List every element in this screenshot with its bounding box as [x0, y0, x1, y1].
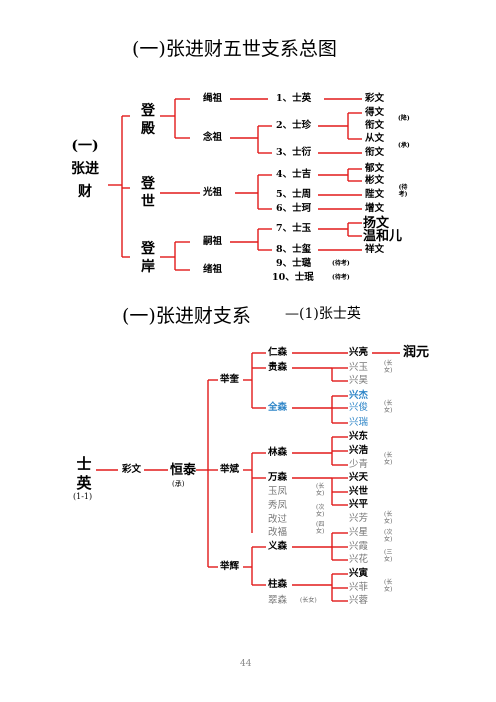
gen5-xianwen-2: 衔文: [365, 147, 385, 158]
g5-xiufeng: 秀凤: [268, 500, 288, 511]
gen4-shike: 6、士珂: [276, 203, 312, 214]
g2-caiwen: 彩文: [122, 464, 142, 475]
g5-rensen: 仁森: [268, 347, 288, 358]
gen4-shizhen: 2、士珍: [276, 120, 312, 131]
chart2-title-suffix: —(1)张士英: [285, 306, 361, 322]
gen4-shiying: 1、士英: [276, 93, 312, 104]
gen4-shimin: 10、士珉: [272, 272, 314, 283]
gen5-yuwen: 郁文: [365, 163, 385, 174]
gen5-xianwen: 衔文: [365, 120, 385, 131]
note-changnv-shaoqing: (长女): [384, 452, 393, 466]
note-changnv-xingfei: (长女): [384, 579, 393, 593]
page-number: 44: [240, 659, 252, 669]
g7-runyuan: 润元: [403, 345, 430, 360]
gen5-binwen: 彬文: [365, 175, 385, 186]
g6-xingfang: 兴芳: [349, 513, 369, 524]
chart1-title: (一)张进财五世支系总图: [132, 38, 337, 60]
g5-yisen: 义森: [268, 541, 288, 552]
g5-linsen: 林森: [268, 447, 288, 458]
gen5-wenheer: 温和儿: [363, 229, 403, 244]
g6-xingjie: 兴杰: [349, 390, 369, 401]
gen4-shiyan: 3、士衍: [276, 147, 312, 158]
g6-xingping: 兴平: [349, 499, 369, 510]
g5-wansen: 万森: [268, 472, 288, 483]
g6-xinghao: 兴昊: [349, 375, 369, 386]
chart2-title: (一)张进财支系: [122, 305, 251, 327]
note-sinv-gaifu: (四女): [316, 521, 325, 535]
g3-hengtai: 恒泰: [170, 463, 197, 478]
gen5-yangwen: 扬文: [363, 216, 390, 231]
g4-jubin: 举斌: [220, 464, 240, 475]
g6-xingyin: 兴寅: [349, 568, 369, 579]
gen4-shiyu: 7、士玉: [276, 223, 312, 234]
g4-juhui: 举辉: [220, 561, 240, 572]
note-changnv-xingfang: (长女): [384, 511, 393, 525]
gen5-xiangwen: 祥文: [365, 244, 385, 255]
g6-shaoqing: 少青: [349, 459, 369, 470]
gen4-shizhou: 5、士周: [276, 189, 312, 200]
gen3-shengzu: 绳祖: [203, 93, 223, 104]
note-changnv-xingyu: (长女): [384, 360, 393, 374]
note-cinv-xingxia: (次女): [384, 529, 393, 543]
g6-xingrong: 兴蓉: [349, 595, 369, 606]
g5-zhusen: 柱森: [268, 579, 288, 590]
root-shiying: 士英: [76, 455, 92, 492]
gen3-sizu: 嗣祖: [203, 236, 223, 247]
gen2-dengan: 登岸: [141, 241, 155, 275]
note-changnv-xingjun: (长女): [384, 400, 393, 414]
g6-xingfei: 兴菲: [349, 582, 369, 593]
root-code: (1-1): [73, 492, 93, 501]
g6-xingdong: 兴东: [349, 431, 369, 442]
g5-gaiguo: 改过: [268, 514, 288, 525]
note-jiang: (降): [398, 115, 410, 122]
note-changnv-yufeng: (长女): [316, 483, 325, 497]
gen3-xuzu: 绪祖: [203, 264, 223, 275]
g4-jukui: 举奎: [220, 374, 240, 385]
g6-xingrui: 兴瑞: [349, 417, 369, 428]
gen3-nianzu: 念祖: [203, 132, 223, 143]
g6-xingxia: 兴霞: [349, 541, 369, 552]
gen4-shixi: 8、士玺: [276, 244, 312, 255]
g6-xingshi: 兴世: [349, 486, 369, 497]
g6-xingjun: 兴俊: [349, 402, 369, 413]
g6-xingliang: 兴亮: [349, 347, 369, 358]
g6-xingtian: 兴天: [349, 472, 369, 483]
gen5-caiwen: 彩文: [365, 93, 385, 104]
note-sannv-xinghua: (三女): [384, 549, 393, 563]
gen2-dengdian: 登殿: [141, 103, 155, 137]
g6-xingxing: 兴星: [349, 527, 369, 538]
g6-xingyu: 兴玉: [349, 362, 369, 373]
g6-xinghao-2: 兴浩: [349, 445, 369, 456]
g5-quansen: 全森: [268, 402, 288, 413]
g3-note-cheng: (承): [172, 480, 185, 488]
note-changnv-cuisen: (长女): [300, 597, 317, 604]
gen5-dewen: 得文: [365, 107, 385, 118]
g6-xinghua: 兴花: [349, 554, 369, 565]
gen4-shilu: 9、士璐: [276, 258, 312, 269]
root-zhang-jincai: (一)张进财: [71, 138, 99, 200]
note-cinv-xiufeng: (次女): [316, 504, 325, 518]
gen5-congwen: 从文: [365, 133, 385, 144]
g5-guisen: 贵森: [268, 362, 288, 373]
note-daikao-2: (待考): [332, 260, 350, 267]
g5-cuisen: 翠森: [268, 595, 288, 606]
gen5-zengwen: 增文: [365, 203, 385, 214]
note-daikao: (待考): [398, 184, 408, 198]
note-cheng: (承): [398, 142, 410, 149]
gen2-dengshi: 登世: [141, 176, 155, 210]
gen4-shiji: 4、士吉: [276, 169, 312, 180]
g5-yufeng: 玉凤: [268, 486, 288, 497]
note-daikao-3: (待考): [332, 274, 350, 281]
g5-gaifu: 改福: [268, 527, 288, 538]
gen5-biwen: 陛文: [365, 189, 385, 200]
gen3-guangzu: 光祖: [203, 187, 223, 198]
